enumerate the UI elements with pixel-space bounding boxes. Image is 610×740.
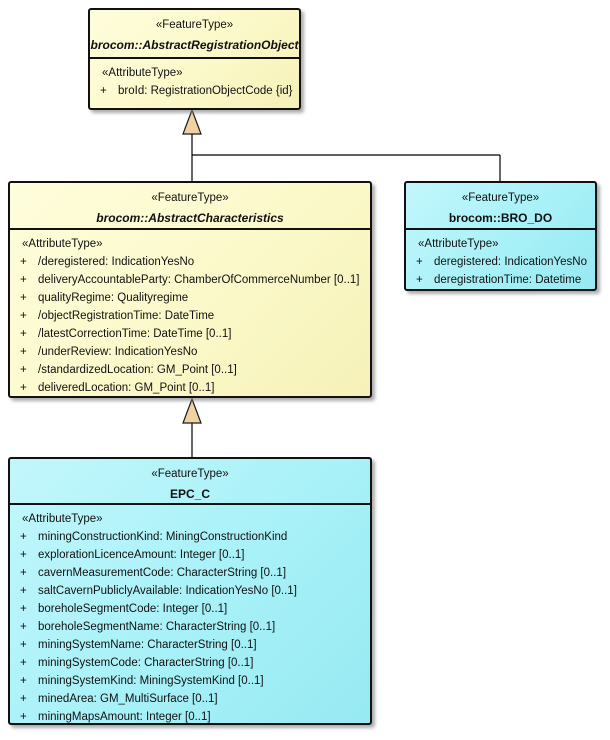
attribute-text: /latestCorrectionTime: DateTime [0..1] <box>38 328 232 340</box>
attribute-text: miningSystemCode: CharacterString [0..1] <box>38 657 254 669</box>
attribute-stereotype: «AttributeType» <box>22 238 103 250</box>
attribute-text: /objectRegistrationTime: DateTime <box>38 310 215 322</box>
attribute-text: miningConstructionKind: MiningConstructi… <box>38 531 288 543</box>
attribute-visibility: + <box>20 256 27 268</box>
attribute-text: deliveredLocation: GM_Point [0..1] <box>38 382 215 394</box>
attribute-row: + miningSystemCode: CharacterString [0..… <box>10 654 370 672</box>
attribute-row: + cavernMeasurementCode: CharacterString… <box>10 564 370 582</box>
class-header: «FeatureType» brocom::AbstractCharacteri… <box>10 183 370 230</box>
attributes-compartment: «AttributeType» + /deregistered: Indicat… <box>10 230 370 397</box>
attribute-stereotype: «AttributeType» <box>418 238 499 250</box>
class-name: brocom::BRO_DO <box>448 211 553 225</box>
attribute-row: + broId: RegistrationObjectCode {id} <box>90 82 299 100</box>
attribute-row: + /latestCorrectionTime: DateTime [0..1] <box>10 325 370 343</box>
class-name: EPC_C <box>169 487 210 501</box>
attribute-text: /deregistered: IndicationYesNo <box>38 256 195 268</box>
attribute-text: deliveryAccountableParty: ChamberOfComme… <box>38 274 360 286</box>
attribute-row: + explorationLicenceAmount: Integer [0..… <box>10 546 370 564</box>
attributes-compartment: «AttributeType» + broId: RegistrationObj… <box>90 59 299 100</box>
attribute-text: explorationLicenceAmount: Integer [0..1] <box>38 549 245 561</box>
class-stereotype: «FeatureType» <box>155 19 234 31</box>
class-header: «FeatureType» EPC_C <box>10 459 370 505</box>
attribute-text: deregistrationTime: Datetime <box>434 274 582 286</box>
attribute-list: + deregistered: IndicationYesNo + deregi… <box>406 253 595 289</box>
attribute-list: + broId: RegistrationObjectCode {id} <box>90 82 299 100</box>
attribute-text: minedArea: GM_MultiSurface [0..1] <box>38 693 218 705</box>
attribute-row: + /deregistered: IndicationYesNo <box>10 253 370 271</box>
attribute-row: + qualityRegime: Qualityregime <box>10 289 370 307</box>
class-name: brocom::AbstractRegistrationObject <box>90 38 299 52</box>
class-stereotype: «FeatureType» <box>151 192 229 204</box>
attribute-text: cavernMeasurementCode: CharacterString [… <box>38 567 287 579</box>
attribute-row: + /standardizedLocation: GM_Point [0..1] <box>10 361 370 379</box>
attribute-visibility: + <box>20 711 27 723</box>
attribute-visibility: + <box>20 310 27 322</box>
attribute-stereotype: «AttributeType» <box>102 67 183 79</box>
attribute-row: + /objectRegistrationTime: DateTime <box>10 307 370 325</box>
attribute-row: + deregistrationTime: Datetime <box>406 271 595 289</box>
attribute-row: + /underReview: IndicationYesNo <box>10 343 370 361</box>
attribute-list: + miningConstructionKind: MiningConstruc… <box>10 528 370 726</box>
attribute-visibility: + <box>100 85 107 97</box>
attribute-visibility: + <box>20 639 27 651</box>
class-box-epc-c: «FeatureType» EPC_C «AttributeType» + mi… <box>8 457 372 725</box>
class-stereotype: «FeatureType» <box>151 468 229 480</box>
attribute-visibility: + <box>416 274 423 286</box>
attribute-row: + saltCavernPubliclyAvailable: Indicatio… <box>10 582 370 600</box>
attribute-text: miningSystemKind: MiningSystemKind [0..1… <box>38 675 264 687</box>
attribute-text: /underReview: IndicationYesNo <box>38 346 198 358</box>
attribute-visibility: + <box>416 256 423 268</box>
generalization-triangle-icon <box>182 108 202 135</box>
attribute-visibility: + <box>20 567 27 579</box>
attribute-text: boreholeSegmentCode: Integer [0..1] <box>38 603 228 615</box>
attribute-visibility: + <box>20 621 27 633</box>
attribute-visibility: + <box>20 531 27 543</box>
attribute-stereotype: «AttributeType» <box>22 513 103 525</box>
attribute-visibility: + <box>20 585 27 597</box>
generalization-line-to-abstract-registration-object <box>191 134 501 181</box>
attribute-text: broId: RegistrationObjectCode {id} <box>118 85 293 97</box>
attribute-visibility: + <box>20 603 27 615</box>
attribute-visibility: + <box>20 274 27 286</box>
class-box-bro-do: «FeatureType» brocom::BRO_DO «AttributeT… <box>404 181 597 291</box>
attribute-row: + miningMapsAmount: Integer [0..1] <box>10 708 370 726</box>
attribute-row: + miningConstructionKind: MiningConstruc… <box>10 528 370 546</box>
class-header: «FeatureType» brocom::AbstractRegistrati… <box>90 10 299 59</box>
attribute-row: + minedArea: GM_MultiSurface [0..1] <box>10 690 370 708</box>
attribute-text: miningSystemName: CharacterString [0..1] <box>38 639 257 651</box>
attribute-row: + boreholeSegmentCode: Integer [0..1] <box>10 600 370 618</box>
attribute-row: + deregistered: IndicationYesNo <box>406 253 595 271</box>
attribute-row: + boreholeSegmentName: CharacterString [… <box>10 618 370 636</box>
class-box-abstract-characteristics: «FeatureType» brocom::AbstractCharacteri… <box>8 181 372 398</box>
class-header: «FeatureType» brocom::BRO_DO <box>406 183 595 230</box>
attribute-visibility: + <box>20 346 27 358</box>
attribute-visibility: + <box>20 657 27 669</box>
attribute-visibility: + <box>20 328 27 340</box>
class-box-abstract-registration-object: «FeatureType» brocom::AbstractRegistrati… <box>88 8 301 110</box>
attribute-visibility: + <box>20 382 27 394</box>
attribute-text: /standardizedLocation: GM_Point [0..1] <box>38 364 237 376</box>
attribute-visibility: + <box>20 549 27 561</box>
class-stereotype: «FeatureType» <box>461 192 540 204</box>
attribute-visibility: + <box>20 675 27 687</box>
attribute-visibility: + <box>20 292 27 304</box>
attribute-row: + deliveredLocation: GM_Point [0..1] <box>10 379 370 397</box>
attribute-text: saltCavernPubliclyAvailable: IndicationY… <box>38 585 297 597</box>
attribute-visibility: + <box>20 693 27 705</box>
attribute-text: miningMapsAmount: Integer [0..1] <box>38 711 211 723</box>
attribute-text: deregistered: IndicationYesNo <box>434 256 588 268</box>
attribute-list: + /deregistered: IndicationYesNo + deliv… <box>10 253 370 397</box>
attribute-visibility: + <box>20 364 27 376</box>
attribute-row: + deliveryAccountableParty: ChamberOfCom… <box>10 271 370 289</box>
class-name: brocom::AbstractCharacteristics <box>96 211 284 225</box>
generalization-triangle-icon <box>182 397 202 424</box>
attribute-text: boreholeSegmentName: CharacterString [0.… <box>38 621 276 633</box>
attributes-compartment: «AttributeType» + miningConstructionKind… <box>10 505 370 726</box>
attribute-row: + miningSystemKind: MiningSystemKind [0.… <box>10 672 370 690</box>
attributes-compartment: «AttributeType» + deregistered: Indicati… <box>406 230 595 289</box>
attribute-text: qualityRegime: Qualityregime <box>38 292 189 304</box>
attribute-row: + miningSystemName: CharacterString [0..… <box>10 636 370 654</box>
